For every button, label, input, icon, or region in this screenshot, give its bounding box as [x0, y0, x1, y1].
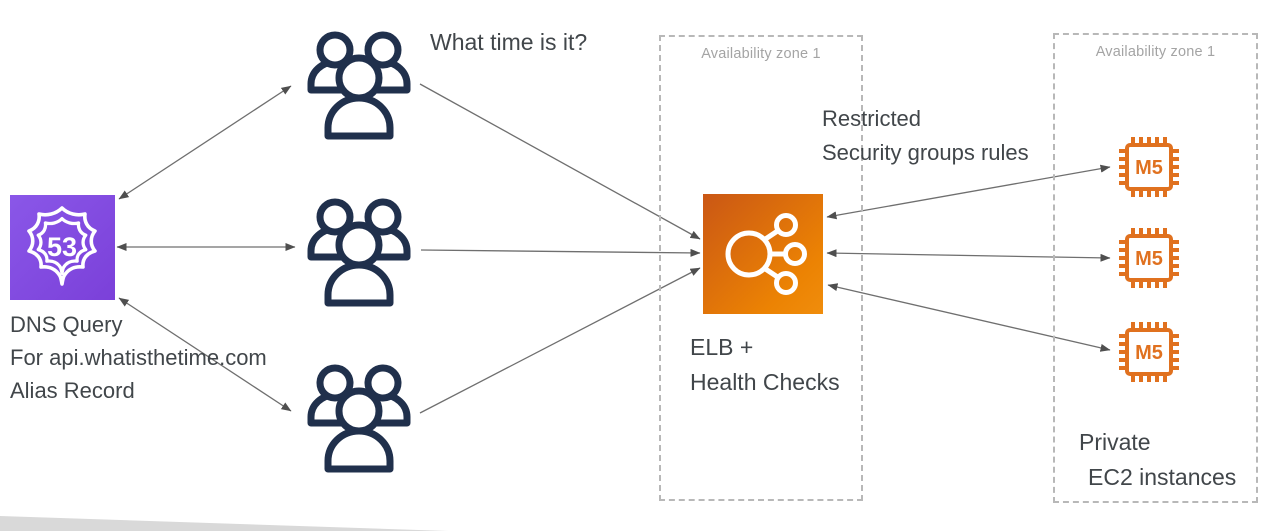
- route53-shield-icon: 53: [27, 206, 97, 286]
- question-text: What time is it?: [430, 29, 588, 55]
- security-note-line1: Restricted: [822, 106, 922, 131]
- m5-chip-icon: M5: [1117, 135, 1181, 199]
- route53-icon: 53: [10, 195, 115, 300]
- m5-chip-icon: M5: [1117, 320, 1181, 384]
- availability-zone-left-label: Availability zone 1: [701, 46, 821, 62]
- dns-query-line1: DNS Query: [10, 312, 123, 337]
- users-icon: [297, 191, 421, 307]
- m5-chip-label: M5: [1135, 342, 1163, 364]
- ec2-instance-2: M5: [1113, 222, 1185, 294]
- availability-zone-left: Availability zone 1: [659, 35, 863, 501]
- availability-zone-right: Availability zone 1: [1053, 33, 1258, 503]
- dns-query-line3: Alias Record: [10, 378, 135, 403]
- route53-number: 53: [47, 232, 77, 262]
- ec2-caption-line1: Private: [1079, 429, 1151, 455]
- elb-caption: ELB + Health Checks: [690, 330, 840, 400]
- ec2-caption: Private EC2 instances: [1079, 425, 1236, 495]
- security-note-line2: Security groups rules: [822, 140, 1029, 165]
- users-group-middle: [297, 191, 421, 307]
- users-icon: [297, 357, 421, 473]
- load-balancer-glyph-icon: [725, 213, 807, 295]
- elb-icon: [703, 194, 823, 314]
- users-group-bottom: [297, 357, 421, 473]
- elb-caption-line1: ELB +: [690, 334, 754, 360]
- ec2-instance-1: M5: [1113, 131, 1185, 203]
- elb-caption-line2: Health Checks: [690, 369, 840, 395]
- m5-chip-icon: M5: [1117, 226, 1181, 290]
- m5-chip-label: M5: [1135, 248, 1163, 270]
- users-group-top: [297, 24, 421, 140]
- availability-zone-right-label: Availability zone 1: [1095, 44, 1216, 60]
- ec2-instance-3: M5: [1113, 316, 1185, 388]
- security-note: Restricted Security groups rules: [822, 102, 1029, 170]
- m5-chip-label: M5: [1135, 157, 1163, 179]
- users-icon: [297, 24, 421, 140]
- dns-query-caption: DNS Query For api.whatisthetime.com Alia…: [10, 308, 267, 407]
- dns-query-line2: For api.whatisthetime.com: [10, 345, 267, 370]
- ec2-caption-line2: EC2 instances: [1088, 464, 1237, 490]
